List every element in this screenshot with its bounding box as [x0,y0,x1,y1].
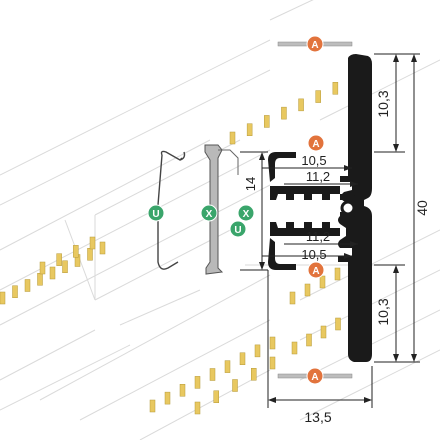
svg-text:A: A [311,372,318,383]
led-chip [315,90,321,103]
dimension-labels: 40 10,3 10,3 13,5 10,5 11,2 11,2 10,5 14 [243,90,430,425]
aluminium-profile [268,54,372,362]
label-upper-inner: 10,5 [301,153,326,168]
led-chip [62,260,68,273]
led-chip [0,291,6,305]
svg-text:U: U [234,225,241,236]
badge-a-top: A [306,35,324,53]
led-chip [319,275,326,289]
label-lower-inner: 10,5 [301,247,326,262]
badge-x-dimension: X [237,204,255,222]
label-channel-depth: 14 [243,177,258,191]
svg-text:X: X [243,209,250,220]
led-chip [179,384,186,397]
badge-x-bracket: X [200,204,218,222]
led-chip [269,356,276,370]
led-chip [281,106,287,120]
led-chip [334,267,341,281]
svg-text:U: U [152,209,159,220]
label-top-flange: 10,3 [375,90,391,117]
led-chip [24,279,31,292]
led-chip [306,333,312,347]
led-chip [298,98,304,112]
led-chip [224,360,231,373]
led-chip [304,283,311,297]
svg-text:A: A [311,40,318,51]
led-strips [0,73,356,415]
led-chip [89,236,96,250]
led-chip [320,325,327,339]
led-chip [246,123,253,136]
led-chip [229,131,236,145]
mounting-clip-u [157,150,186,270]
led-chip [289,291,296,305]
led-chip [73,245,79,258]
led-chip [209,368,216,381]
svg-text:A: A [312,266,319,277]
led-chip [56,253,62,266]
led-chip [239,352,246,365]
led-chip [213,390,219,403]
badge-a-upper: A [307,134,325,152]
led-chip [39,261,46,275]
led-chip [251,368,257,381]
led-chip [194,401,201,415]
svg-text:X: X [206,209,213,220]
led-chip [12,285,18,298]
led-chip [87,248,93,261]
label-lower-outer: 11,2 [306,229,330,244]
led-chip [49,266,56,280]
led-chip [164,391,171,405]
led-chip [335,317,341,331]
label-overall-height: 40 [414,200,430,216]
badge-u-dimension: U [229,220,247,238]
led-chip [37,273,43,286]
led-chip [264,115,270,128]
led-chip [149,399,156,413]
led-chip [254,344,261,358]
label-bottom-flange: 10,3 [375,298,391,325]
badge-u-clip: U [147,204,165,222]
led-chip [194,376,201,389]
led-chip [232,379,238,392]
badge-a-bottom: A [306,367,324,385]
led-chip [332,82,339,95]
badge-a-lower: A [307,261,325,279]
led-chip [99,241,106,255]
led-chip [269,336,276,350]
led-chip [291,341,298,355]
svg-text:A: A [312,139,319,150]
label-upper-outer: 11,2 [306,169,330,184]
label-overall-width: 13,5 [304,409,331,425]
